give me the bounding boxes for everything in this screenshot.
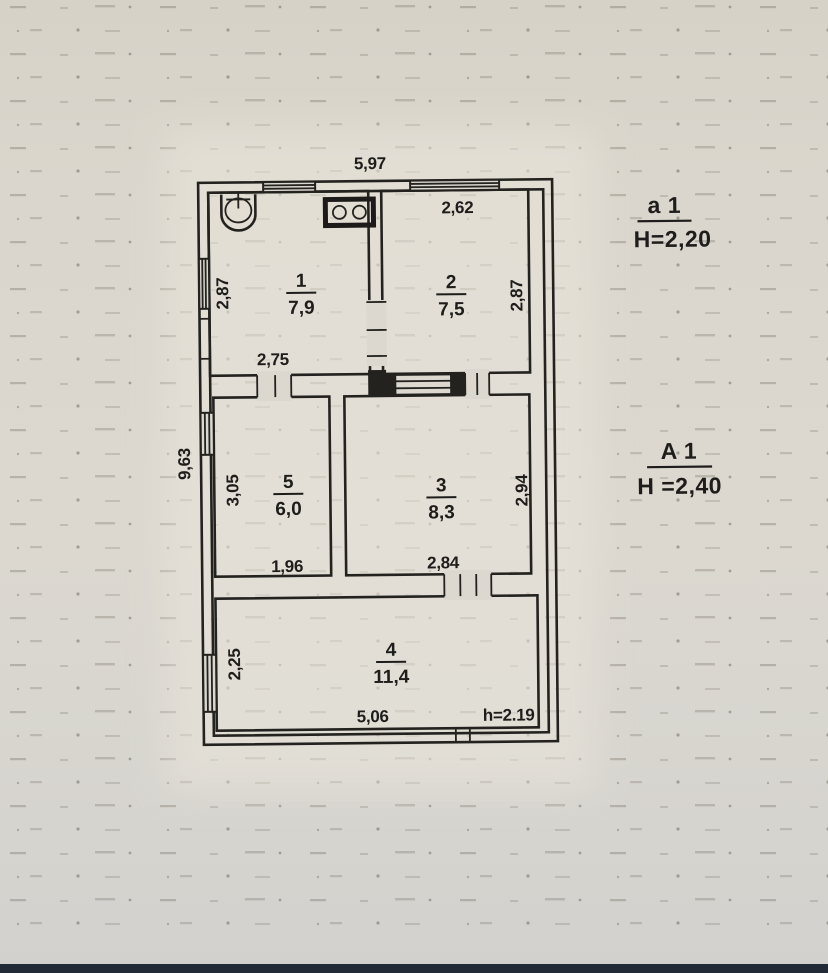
dim-overall-height: 9,63 xyxy=(175,448,194,480)
room-1-dim-left: 2,87 xyxy=(213,278,232,310)
window-left-room5 xyxy=(199,411,215,456)
room-3-area: 8,3 xyxy=(428,502,455,523)
annotation-a1: a 1 H=2,20 xyxy=(634,192,712,252)
room-4-ceiling-note: h=2.19 xyxy=(483,705,535,725)
room-2-number: 2 xyxy=(446,272,457,293)
room-2-dim-right: 2,87 xyxy=(507,279,526,311)
annotation-a1-height: H=2,20 xyxy=(634,225,712,252)
window-left-room1 xyxy=(197,257,211,360)
room-3-dim-right: 2,94 xyxy=(512,474,531,507)
sink-icon xyxy=(219,191,257,232)
room-2-area: 7,5 xyxy=(438,299,465,320)
windows xyxy=(197,178,501,713)
room-4-dim-bottom: 5,06 xyxy=(357,707,389,726)
annotation-A1-title: A 1 xyxy=(661,438,698,464)
dim-overall-width: 5,97 xyxy=(354,154,386,173)
room-3-dim-bottom: 2,84 xyxy=(427,553,460,572)
annotation-a1-line xyxy=(637,219,692,223)
window-top-room2 xyxy=(409,178,501,192)
annotation-A1-line xyxy=(647,465,713,469)
room-3-number: 3 xyxy=(436,475,447,496)
plan-drawing: 5,97 9,63 1 7,9 2,87 2,75 2,62 2 7,5 2,8… xyxy=(175,154,723,747)
room-1-area: 7,9 xyxy=(288,298,315,319)
side-annotations: a 1 H=2,20 A 1 H =2,40 xyxy=(634,192,723,500)
room-1-dim-bottom: 2,75 xyxy=(257,350,289,369)
window-left-room4 xyxy=(202,653,218,713)
drawing-area-highlight xyxy=(165,130,595,790)
stove-icon xyxy=(322,196,377,229)
dimension-labels: 5,97 9,63 1 7,9 2,87 2,75 2,62 2 7,5 2,8… xyxy=(175,154,535,726)
door-openings xyxy=(256,299,493,743)
fixtures xyxy=(219,191,377,232)
annotation-A1-height: H =2,40 xyxy=(637,472,722,499)
window-top-room1 xyxy=(262,180,317,194)
room-5-area: 6,0 xyxy=(275,499,302,520)
room-5-dim-left: 3,05 xyxy=(223,474,242,506)
outer-walls xyxy=(196,177,560,747)
room-2-dim-top: 2,62 xyxy=(441,198,473,217)
room-4-dim-left: 2,25 xyxy=(225,648,244,680)
room-5-dim-bottom: 1,96 xyxy=(271,557,303,576)
room-1-number: 1 xyxy=(296,271,307,292)
room-4-area: 11,4 xyxy=(373,667,410,688)
annotation-a1-title: a 1 xyxy=(647,192,681,218)
annotation-A1: A 1 H =2,40 xyxy=(637,438,722,500)
scan-bottom-edge xyxy=(0,964,828,973)
room-5-number: 5 xyxy=(283,472,294,493)
room-4-number: 4 xyxy=(386,640,397,661)
